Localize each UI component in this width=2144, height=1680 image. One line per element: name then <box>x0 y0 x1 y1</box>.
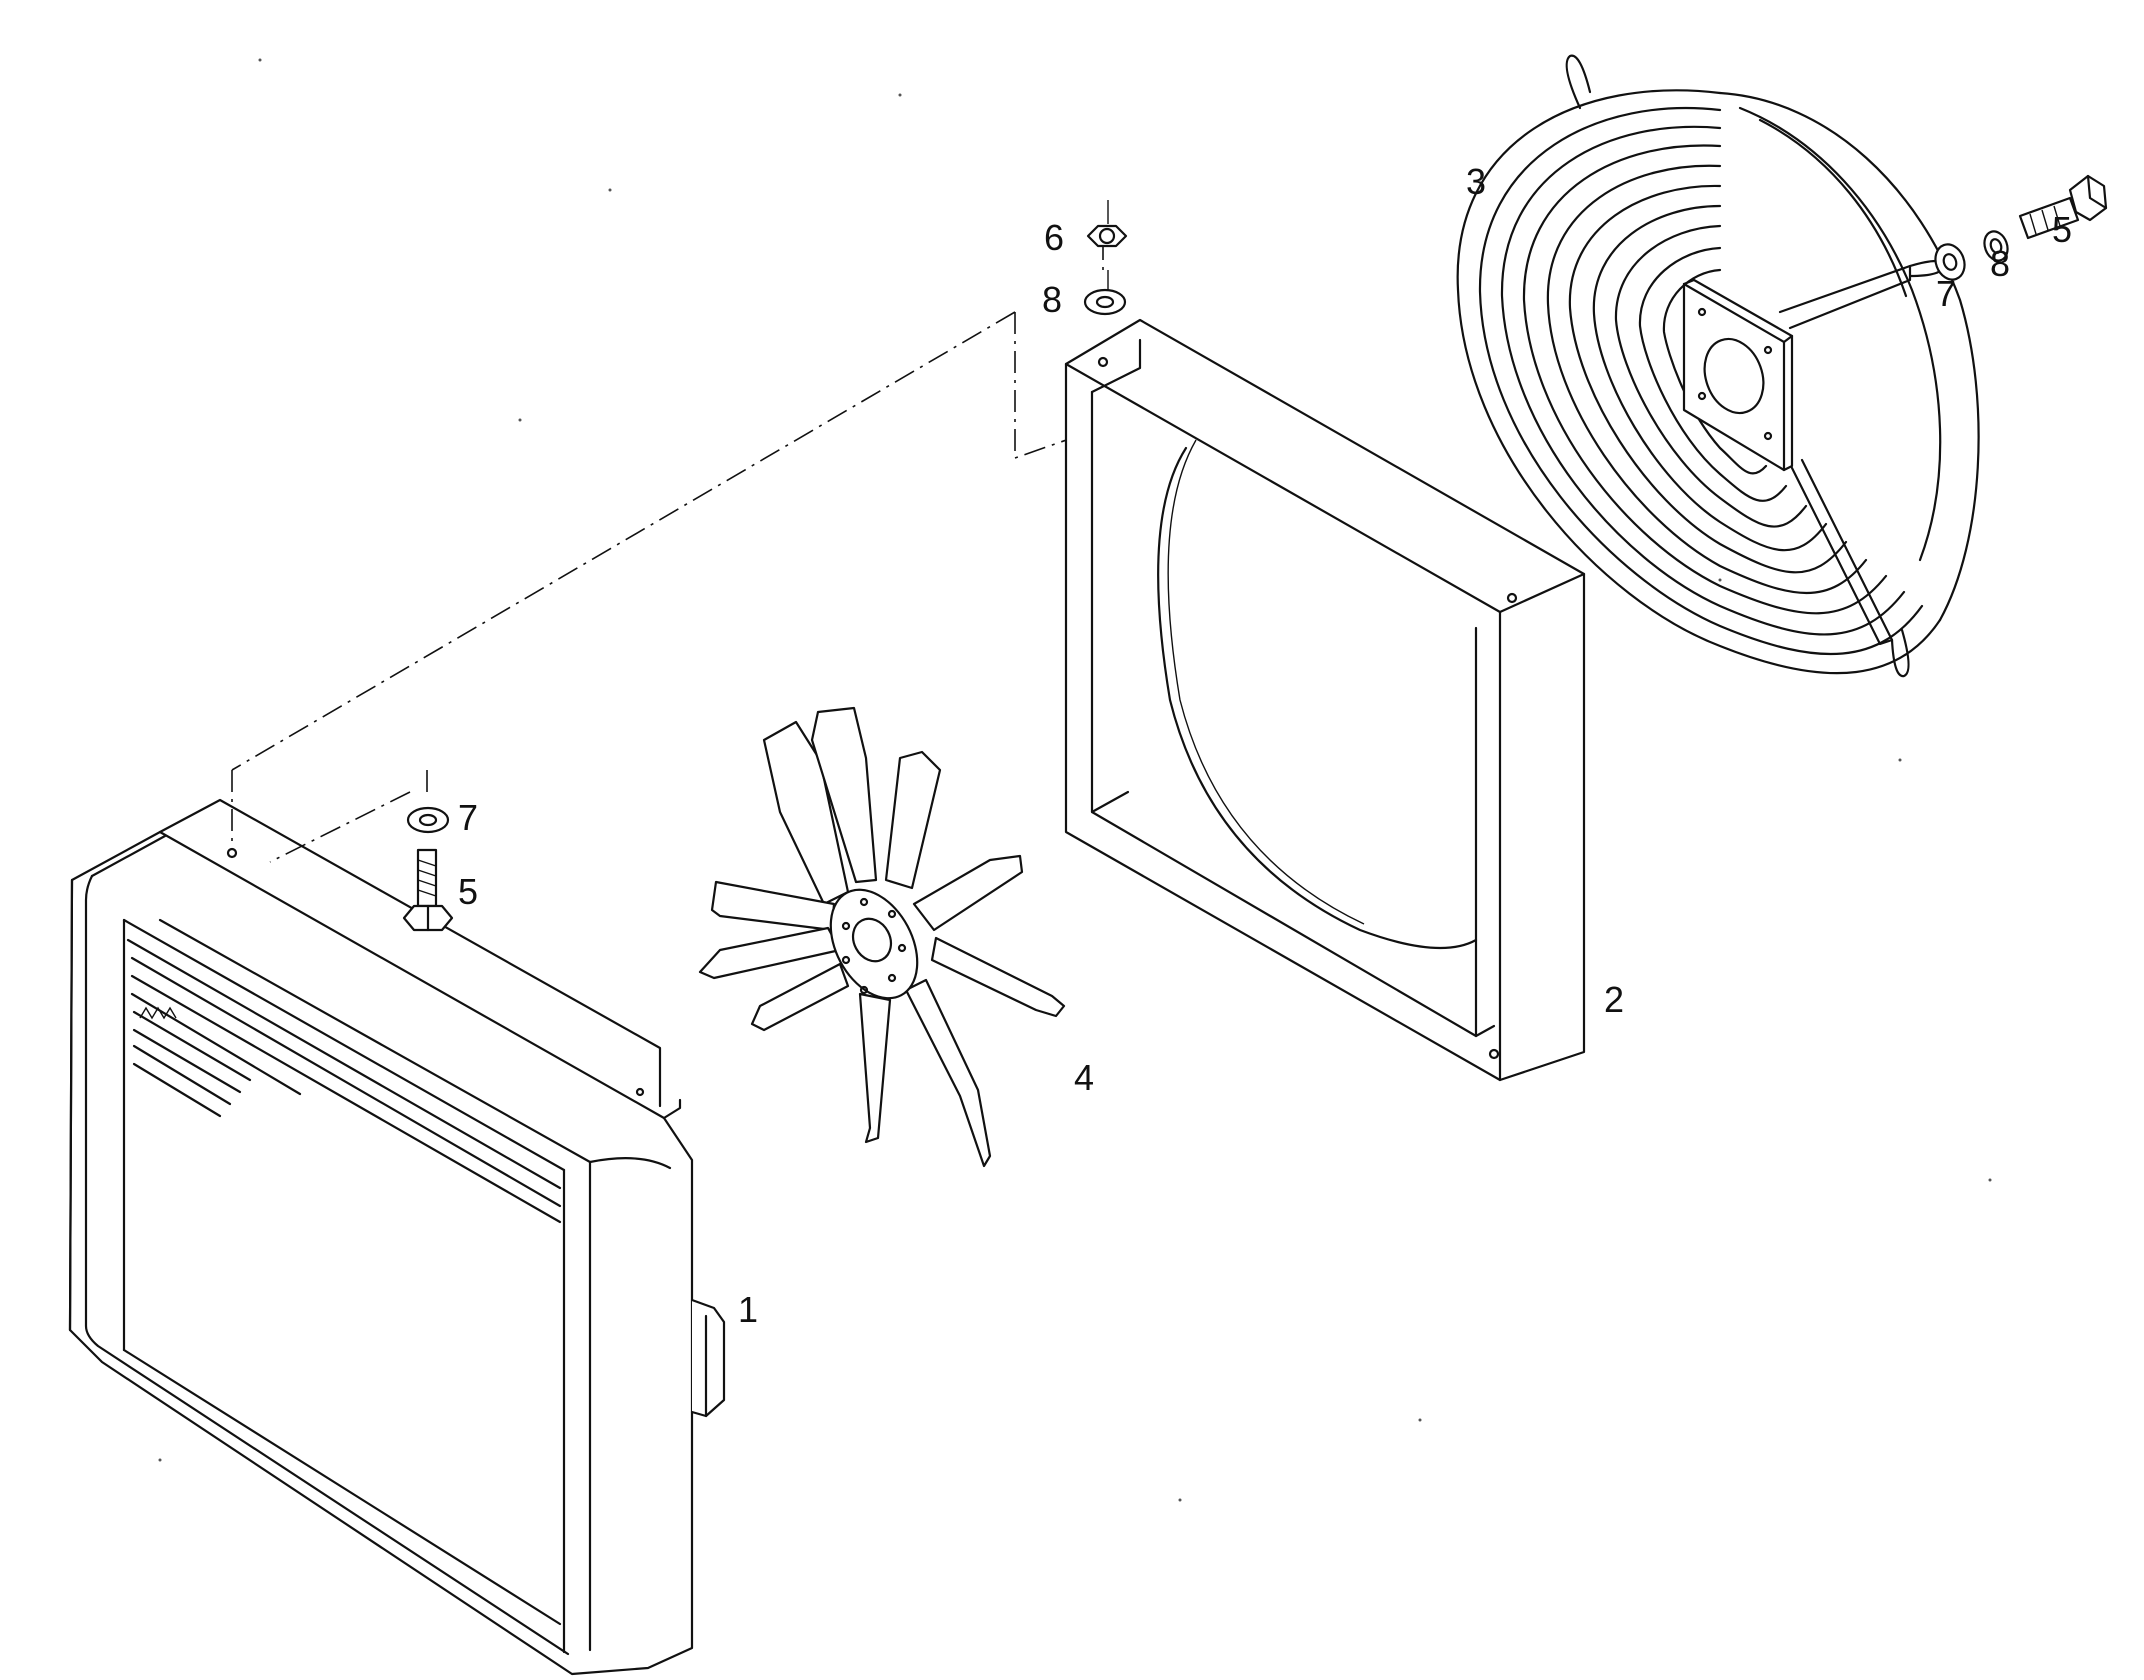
callout-nut-top: 6 <box>1044 217 1064 258</box>
callout-lock-washer-top: 8 <box>1042 279 1062 320</box>
bolt-left <box>402 848 454 932</box>
fan-blade <box>698 706 1066 1168</box>
radiator <box>68 798 726 1676</box>
lock-washer-right <box>1983 230 2009 262</box>
callout-radiator: 1 <box>738 1289 758 1330</box>
lock-washer-top <box>1083 270 1127 316</box>
callout-bolt-left: 5 <box>458 871 478 912</box>
fan-guard <box>1456 54 1980 678</box>
callout-lock-washer-right: 8 <box>1990 243 2010 284</box>
callout-labels: 1 2 3 4 5 5 6 7 7 8 8 <box>458 161 2072 1330</box>
callout-bolt-top: 5 <box>2052 209 2072 250</box>
assembly-centerline <box>231 238 1104 863</box>
washer-left <box>406 806 450 834</box>
nut-top <box>1086 200 1128 248</box>
callout-fan-guard: 3 <box>1466 161 1486 202</box>
washer-top <box>1934 243 1966 281</box>
callout-fan-shroud: 2 <box>1604 979 1624 1020</box>
background-speckles <box>158 58 1992 1502</box>
callout-washer-top: 7 <box>1936 273 1956 314</box>
fan-shroud <box>1064 318 1586 1082</box>
callout-fan-blade: 4 <box>1074 1057 1094 1098</box>
bolt-top <box>2018 174 2108 240</box>
callout-washer-left: 7 <box>458 797 478 838</box>
